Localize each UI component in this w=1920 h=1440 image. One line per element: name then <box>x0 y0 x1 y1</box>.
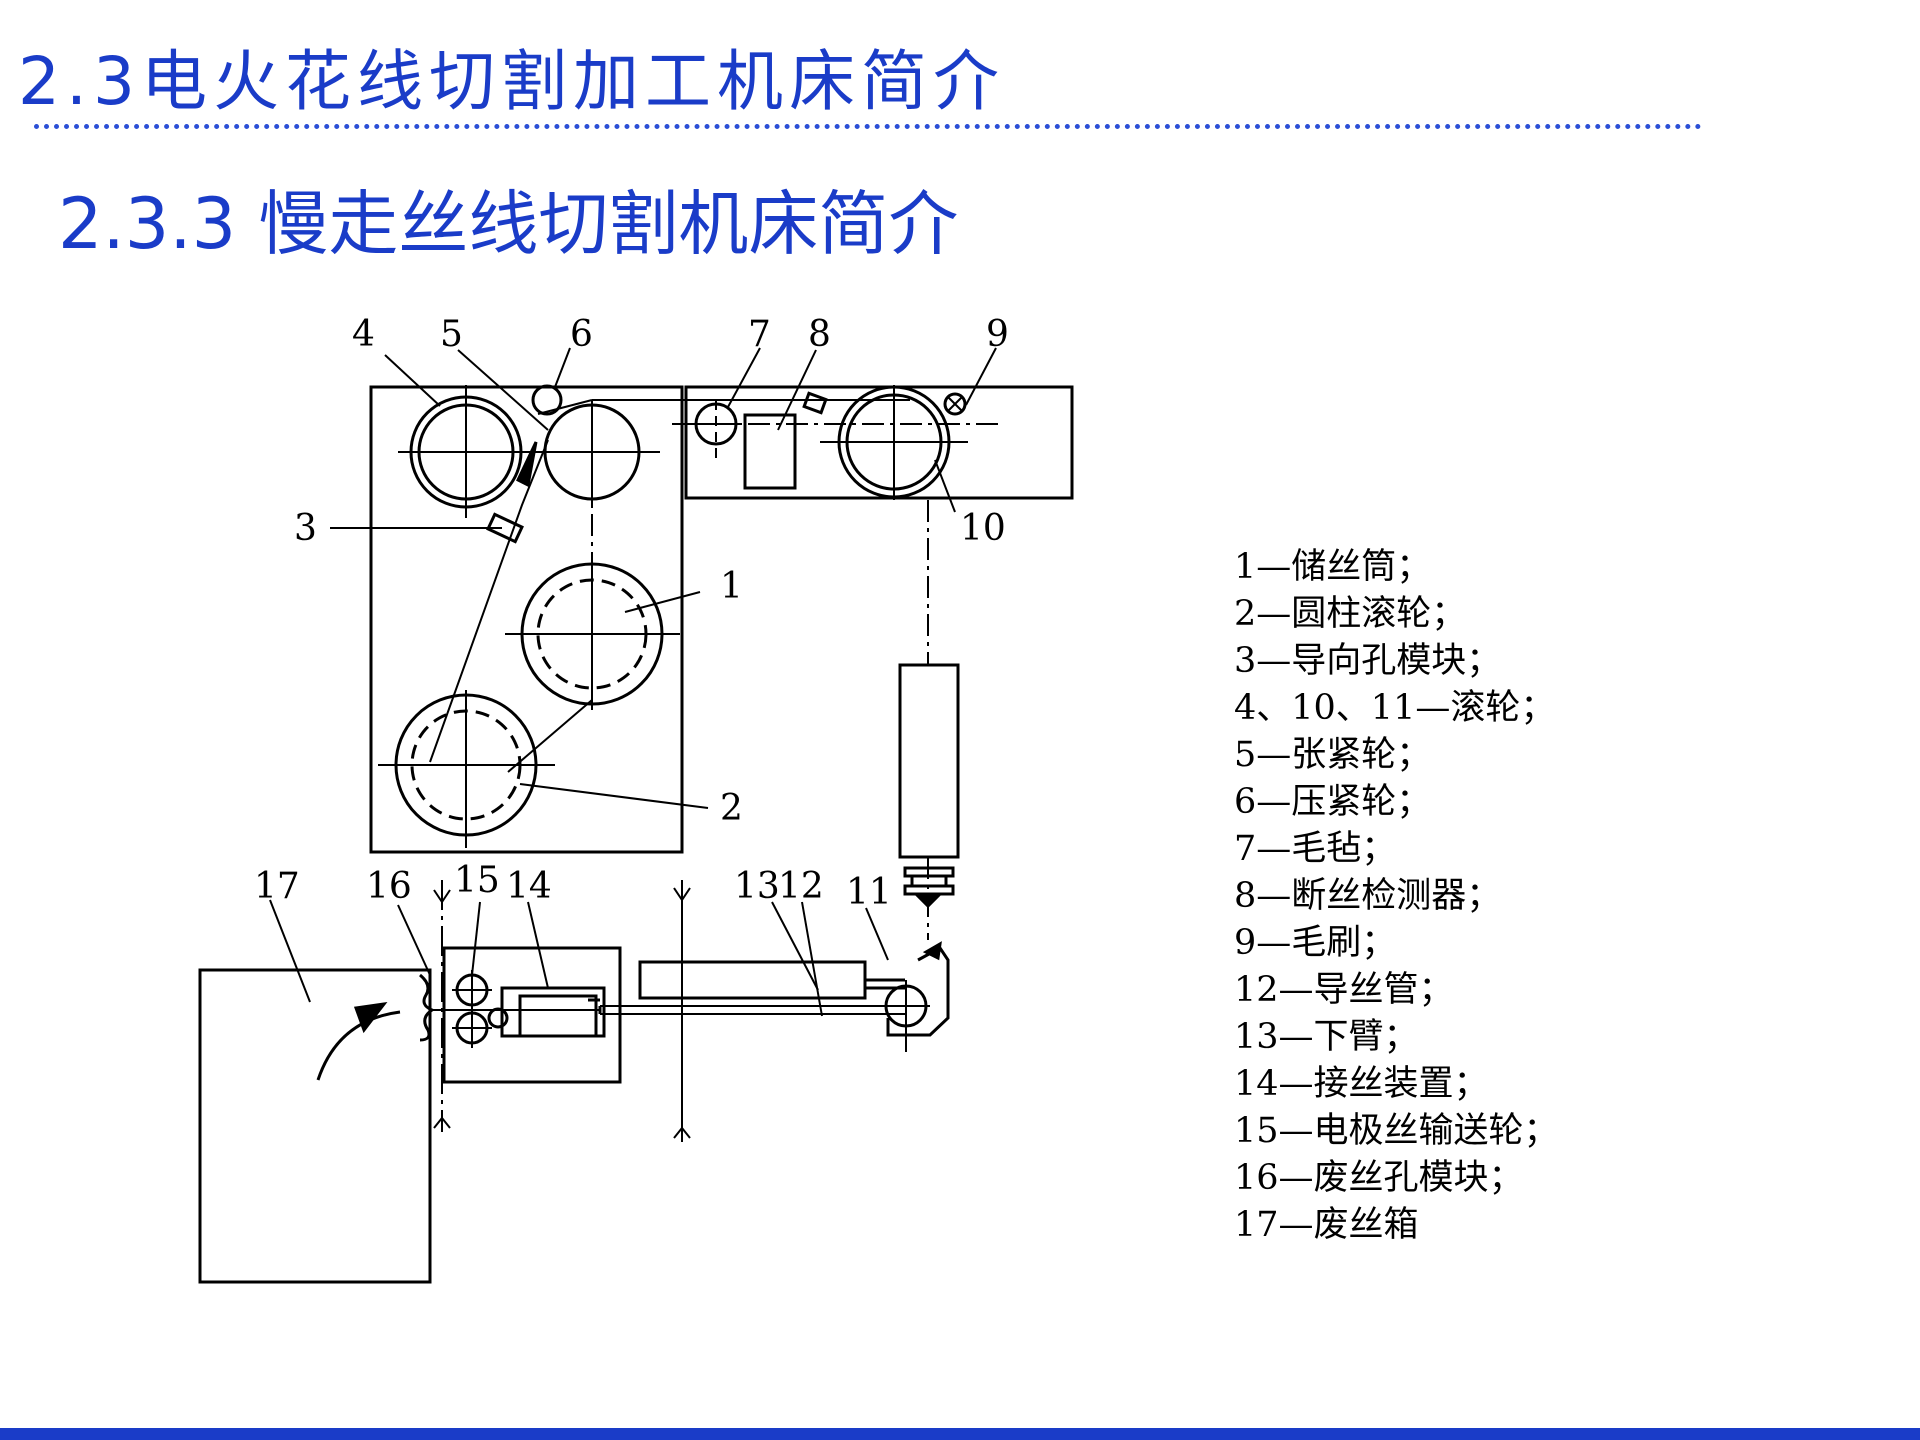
callout-9: 9 <box>986 314 1009 355</box>
legend-item: 14—接丝装置； <box>1234 1064 1489 1104</box>
callout-6: 6 <box>570 314 593 355</box>
callout-4: 4 <box>352 314 375 355</box>
callout-11: 11 <box>846 872 892 913</box>
callout-13: 13 <box>734 866 780 907</box>
legend-item: 17—废丝箱 <box>1234 1205 1419 1245</box>
callout-12: 12 <box>778 866 824 907</box>
slide-title: 2.3电火花线切割加工机床简介 <box>18 43 1005 120</box>
legend-item: 12—导丝管； <box>1234 970 1454 1010</box>
component-legend: 1—储丝筒； 2—圆柱滚轮； 3—导向孔模块； 4、10、11—滚轮； 5—张紧… <box>1234 544 1559 1249</box>
spool-frame <box>369 385 684 854</box>
callout-3: 3 <box>294 508 317 549</box>
legend-item: 7—毛毡； <box>1234 829 1397 869</box>
joining-device-box <box>442 946 622 1084</box>
sensor-frame <box>684 385 1074 500</box>
section-heading: 2.3.3 慢走丝线切割机床简介 <box>58 183 959 265</box>
legend-item: 3—导向孔模块； <box>1234 641 1502 681</box>
legend-item: 6—压紧轮； <box>1234 782 1432 822</box>
callout-1: 1 <box>720 566 743 607</box>
break-detector-8 <box>743 413 797 490</box>
legend-item: 9—毛刷； <box>1234 923 1397 963</box>
callout-14: 14 <box>506 866 552 907</box>
callout-16: 16 <box>366 866 412 907</box>
legend-item: 2—圆柱滚轮； <box>1234 594 1467 634</box>
vertical-column <box>898 663 960 859</box>
press-wheel-6 <box>531 384 563 416</box>
title-divider <box>34 124 1702 129</box>
legend-item: 8—断丝检测器； <box>1234 876 1502 916</box>
callout-2: 2 <box>720 788 743 829</box>
callout-5: 5 <box>440 314 463 355</box>
legend-item: 15—电极丝输送轮； <box>1234 1111 1559 1151</box>
legend-item: 4、10、11—滚轮； <box>1234 688 1556 728</box>
callout-10: 10 <box>960 508 1006 549</box>
legend-item: 5—张紧轮； <box>1234 735 1432 775</box>
callout-15: 15 <box>454 860 500 901</box>
callout-7: 7 <box>748 314 771 355</box>
callout-8: 8 <box>808 314 831 355</box>
brush-9 <box>943 392 967 416</box>
footer-bar <box>0 1428 1920 1440</box>
callout-17: 17 <box>254 866 300 907</box>
legend-item: 1—储丝筒； <box>1234 547 1432 587</box>
guide-block-3 <box>486 512 524 544</box>
lower-arm-13 <box>638 960 867 1000</box>
waste-box-17 <box>198 968 432 1284</box>
legend-item: 13—下臂； <box>1234 1017 1419 1057</box>
legend-item: 16—废丝孔模块； <box>1234 1158 1524 1198</box>
